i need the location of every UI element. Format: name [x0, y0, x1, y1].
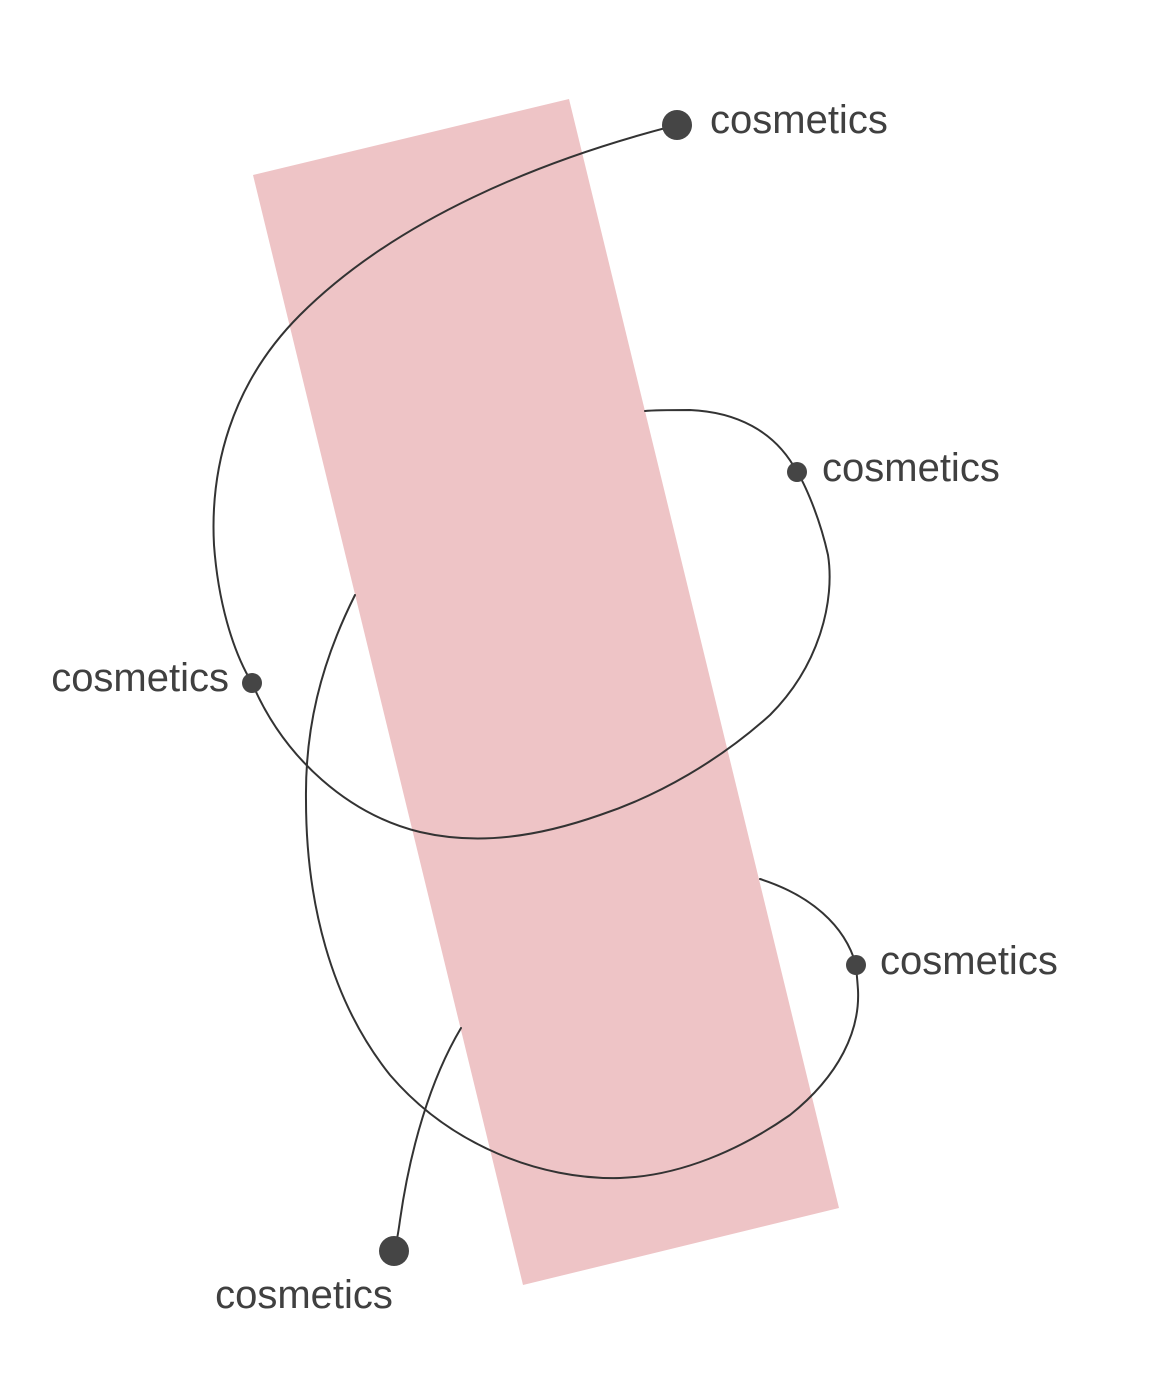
node-right-lower: [846, 955, 866, 975]
label-right-upper: cosmetics: [822, 446, 1000, 490]
node-right-upper: [787, 462, 807, 482]
label-top: cosmetics: [710, 98, 888, 142]
pink-band: [253, 99, 839, 1285]
label-right-lower: cosmetics: [880, 939, 1058, 983]
node-bottom: [379, 1236, 409, 1266]
curve-top-arc: [212, 124, 678, 684]
label-bottom: cosmetics: [215, 1273, 393, 1317]
curve-right-upper-arc: [644, 409, 798, 473]
curve-long-left-arc: [304, 594, 860, 1180]
curve-bottom-tail: [393, 1027, 462, 1252]
node-top: [662, 110, 692, 140]
curve-left-lower-arc: [251, 471, 831, 840]
label-left: cosmetics: [51, 656, 229, 700]
curve-right-lower-arc: [759, 878, 857, 966]
node-left: [242, 673, 262, 693]
